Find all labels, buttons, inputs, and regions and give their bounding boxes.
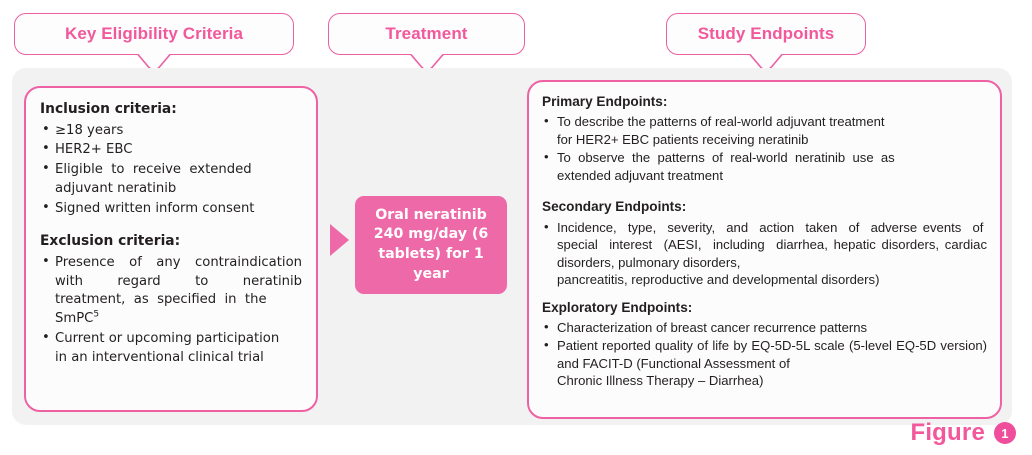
- list-item: ≥18 years: [40, 121, 302, 141]
- list-item: Presence of any contraindication with re…: [40, 253, 302, 329]
- eligibility-criteria-box: Inclusion criteria: ≥18 years HER2+ EBC …: [24, 86, 318, 412]
- inclusion-criteria-heading: Inclusion criteria:: [40, 101, 177, 117]
- flow-arrow-icon: [330, 224, 349, 256]
- secondary-endpoints-list: Incidence, type, severity, and action ta…: [542, 218, 987, 289]
- list-item: Patient reported quality of life by EQ-5…: [542, 336, 987, 390]
- list-item: Characterization of breast cancer recurr…: [542, 318, 987, 337]
- reference-superscript: 5: [93, 309, 100, 320]
- secondary-endpoints-heading: Secondary Endpoints:: [542, 199, 687, 215]
- callout-label-treatment: Treatment: [385, 24, 468, 43]
- callout-label-eligibility: Key Eligibility Criteria: [64, 24, 244, 43]
- callout-study-endpoints: Study Endpoints: [666, 13, 866, 71]
- section-spacer: [542, 290, 987, 299]
- inclusion-criteria-list: ≥18 years HER2+ EBC Eligible to receive …: [40, 121, 302, 219]
- list-item: HER2+ EBC: [40, 140, 302, 160]
- callout-label-endpoints: Study Endpoints: [697, 24, 835, 43]
- callout-key-eligibility-criteria: Key Eligibility Criteria: [14, 13, 294, 71]
- list-item: Signed written inform consent: [40, 199, 302, 219]
- figure-caption: Figure 1: [910, 419, 1016, 447]
- primary-endpoints-heading: Primary Endpoints:: [542, 94, 668, 109]
- study-endpoints-box: Primary Endpoints: To describe the patte…: [527, 80, 1002, 419]
- treatment-regimen-box: Oral neratinib 240 mg/day (6 tablets) fo…: [355, 196, 507, 294]
- callout-treatment: Treatment: [328, 13, 525, 71]
- list-item: To observe the patterns of real-world ne…: [542, 148, 987, 184]
- section-spacer: [542, 185, 987, 198]
- list-item: Incidence, type, severity, and action ta…: [542, 218, 987, 289]
- section-spacer: [40, 219, 302, 232]
- exploratory-endpoints-list: Characterization of breast cancer recurr…: [542, 318, 987, 390]
- list-item: To describe the patterns of real-world a…: [542, 112, 987, 148]
- exclusion-criteria-list: Presence of any contraindication with re…: [40, 253, 302, 367]
- primary-endpoints-list: To describe the patterns of real-world a…: [542, 112, 987, 184]
- figure-number-badge: 1: [994, 422, 1016, 444]
- figure-label: Figure: [910, 419, 985, 446]
- treatment-regimen-text: Oral neratinib 240 mg/day (6 tablets) fo…: [373, 206, 489, 282]
- exploratory-endpoints-heading: Exploratory Endpoints:: [542, 299, 693, 315]
- exclusion-criteria-heading: Exclusion criteria:: [40, 233, 181, 250]
